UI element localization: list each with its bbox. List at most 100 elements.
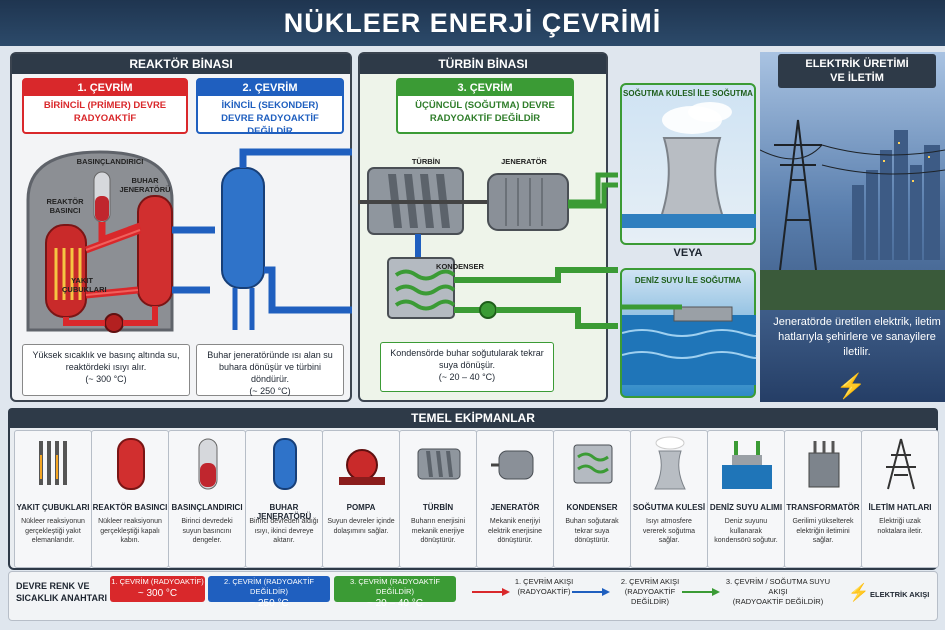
turbine-icon [417, 448, 461, 480]
legend-key-loop1-temp: ~ 300 °C [137, 588, 178, 599]
steam-generator-label: BUHAR JENERATÖRÜ [119, 176, 171, 194]
loop1-subtitle: BİRİNCİL (PRİMER) DEVRE RADYOAKTİF [43, 100, 167, 124]
loop1-header: 1. ÇEVRİM [24, 80, 186, 96]
legend-flow-loop2: 2. ÇEVRİM AKIŞI(RADYOAKTİF DEĞİLDİR) [610, 577, 690, 607]
cooling-tower-label: SOĞUTMA KULESİ İLE SOĞUTMA [623, 89, 753, 98]
pump-icon [339, 449, 385, 485]
electric-flow-icon: ⚡ [848, 583, 870, 602]
loop3-box: 3. ÇEVRİM ÜÇÜNCÜL (SOĞUTMA) DEVRE RADYOA… [396, 78, 574, 134]
reactor-vessel-icon [117, 438, 145, 490]
loop2-note: Buhar jeneratöründe ısı alan su buhara d… [196, 344, 344, 396]
sea-cooling-label: DENİZ SUYU İLE SOĞUTMA [634, 276, 742, 285]
loop2-subtitle: İKİNCİL (SEKONDER) DEVRE RADYOAKTİF DEĞİ… [221, 100, 319, 137]
pressurizer-label: BASINÇLANDIRICI [76, 157, 144, 166]
fuel-rods-label: YAKIT ÇUBUKLARI [62, 276, 107, 294]
primary-pump-shape [104, 313, 124, 333]
power-line-icon [886, 438, 916, 490]
steam-generator-icon [273, 438, 297, 490]
legend-key-loop2-temp: ~ 250 °C [249, 598, 289, 609]
sea-intake-icon [722, 441, 772, 489]
equipment-desc: Birinci devreden aldığı ısıyı, ikinci de… [249, 518, 319, 544]
loop2-temp: (~ 250 °C) [249, 386, 291, 396]
equipment-name: REAKTÖR BASINCI [92, 503, 168, 512]
turbine-label: TÜRBİN [411, 157, 441, 166]
loop3-header: 3. ÇEVRİM [398, 80, 572, 96]
reactor-diagram [26, 148, 352, 333]
condenser-label: KONDENSER [436, 262, 484, 271]
legend-flow-loop1: 1. ÇEVRİM AKIŞI(RADYOAKTİF) [512, 577, 576, 597]
legend-key-loop1-label: 1. ÇEVRİM (RADYOAKTİF) [111, 577, 204, 586]
equipment-title: TEMEL EKİPMANLAR [8, 408, 938, 428]
legend-title: DEVRE RENK VE SICAKLIK ANAHTARI [16, 581, 107, 603]
equipment-card: KONDENSER Buharı soğutarak tekrar suya dö… [553, 430, 631, 568]
loop3-note: Kondensörde buhar soğutularak tekrar suy… [380, 342, 554, 392]
equipment-card: SOĞUTMA KULESİ Isıyı atmosfere vererek so… [630, 430, 708, 568]
steam-generator-secondary [221, 167, 265, 289]
equipment-desc: Isıyı atmosfere vererek soğutma sağlar. [642, 518, 696, 544]
pressurizer-icon [198, 438, 218, 490]
equipment-name: TRANSFORMATÖR [786, 503, 860, 512]
legend-key-loop3: 3. ÇEVRİM (RADYOAKTİF DEĞİLDİR) ~ 20 – 40… [334, 576, 456, 609]
legend-arrows [472, 588, 720, 596]
cooling-tower-icon [622, 102, 756, 228]
equipment-desc: Buharın enerjisini mekanik enerjiye dönü… [410, 518, 466, 544]
equipment-desc: Elektriği uzak noktalara iletir. [877, 518, 923, 535]
equipment-name: BASINÇLANDIRICI [171, 503, 243, 512]
equipment-name: KONDENSER [566, 503, 618, 512]
transformer-icon [808, 441, 840, 488]
equipment-name: YAKIT ÇUBUKLARI [16, 503, 90, 512]
legend-flow-loop3-label: 3. ÇEVRİM / SOĞUTMA SUYU AKIŞI [725, 577, 831, 596]
loop3-note-text: Kondensörde buhar soğutularak tekrar suy… [390, 348, 544, 370]
legend-flow-loop2-sub: (RADYOAKTİF DEĞİLDİR) [624, 587, 676, 606]
lightning-icon: ⚡ [836, 373, 866, 400]
loop2-header: 2. ÇEVRİM [198, 80, 342, 96]
equipment-name: İLETİM HATLARI [868, 503, 932, 512]
legend-flow-loop1-label: 1. ÇEVRİM AKIŞI [514, 577, 574, 586]
equipment-desc: Mekanik enerjiyi elektrik enerjisine dön… [487, 518, 543, 544]
equipment-card: YAKIT ÇUBUKLARI Nükleer reaksiyonun gerçe… [14, 430, 92, 568]
reactor-building-title: REAKTÖR BİNASI [12, 54, 350, 74]
turbine-building-title: TÜRBİN BİNASI [360, 54, 606, 74]
legend-flow-loop3: 3. ÇEVRİM / SOĞUTMA SUYU AKIŞI(RADYOAKTİ… [722, 577, 834, 607]
turbine-diagram [358, 167, 618, 329]
legend-key-loop2-label: 2. ÇEVRİM (RADYOAKTİF DEĞİLDİR) [223, 577, 314, 596]
loop1-note: Yüksek sıcaklık ve basınç altında su, re… [22, 344, 190, 396]
equipment-card: TRANSFORMATÖR Gerilimi yükselterek elektr… [784, 430, 862, 568]
equipment-name: BUHAR JENERATÖRÜ [256, 503, 312, 521]
equipment-desc: Nükleer reaksiyonun gerçekleştiği kapalı… [98, 518, 162, 544]
legend-electric: ELEKTRİK AKIŞI [870, 590, 930, 599]
condenser-icon [573, 444, 613, 484]
sea-intake-illustration [621, 304, 759, 385]
equipment-name: DENİZ SUYU ALIMI [709, 503, 783, 512]
generator-icon [491, 450, 534, 480]
loop3-subtitle: ÜÇÜNCÜL (SOĞUTMA) DEVRE RADYOAKTİF DEĞİL… [415, 100, 555, 124]
equipment-desc: Buharı soğutarak tekrar suya dönüştürür. [565, 518, 619, 544]
legend-key-loop3-temp: ~ 20 – 40 °C [367, 598, 423, 609]
legend-flow-loop3-sub: (RADYOAKTİF DEĞİLDİR) [732, 597, 824, 606]
sea-cooling-panel: DENİZ SUYU İLE SOĞUTMA [620, 268, 759, 398]
loop3-temp: (~ 20 – 40 °C) [438, 372, 496, 382]
loop2-note-text: Buhar jeneratöründe ısı alan su buhara d… [207, 350, 333, 384]
equipment-desc: Gerilimi yükselterek elektriğin iletimin… [792, 518, 854, 544]
equipment-name: SOĞUTMA KULESİ [632, 503, 706, 512]
loop1-box: 1. ÇEVRİM BİRİNCİL (PRİMER) DEVRE RADYOA… [22, 78, 188, 134]
power-line-illustration [760, 119, 945, 310]
page-title: NÜKLEER ENERJİ ÇEVRİMİ [0, 0, 945, 46]
equipment-desc: Nükleer reaksiyonun gerçekleştiği yakıt … [21, 518, 85, 544]
cooling-tower-panel: SOĞUTMA KULESİ İLE SOĞUTMA [620, 83, 756, 245]
electricity-title: ELEKTRİK ÜRETİMİ VE İLETİM [805, 58, 909, 84]
loop1-note-text: Yüksek sıcaklık ve basınç altında su, re… [32, 350, 180, 372]
generator-label: JENERATÖR [501, 157, 547, 166]
equipment-name: POMPA [346, 503, 376, 512]
loop1-temp: (~ 300 °C) [85, 374, 127, 384]
pylon-shape [774, 119, 822, 271]
reactor-vessel-label: REAKTÖR BASINCI [46, 197, 84, 215]
legend-key-loop3-label: 3. ÇEVRİM (RADYOAKTİF DEĞİLDİR) [349, 577, 440, 596]
generator-shape [487, 173, 569, 231]
electricity-text: Jeneratörde üretilen elektrik, iletim ha… [773, 316, 941, 358]
